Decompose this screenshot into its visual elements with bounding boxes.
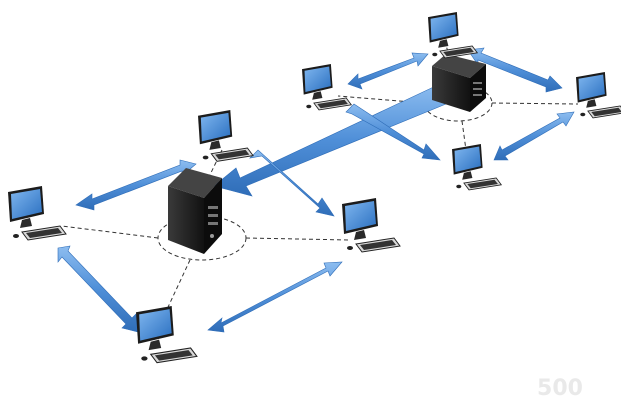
arrow-remote-topleft-top [347, 52, 429, 90]
monitor-screen [139, 309, 172, 341]
ws-left-workstation [8, 186, 67, 241]
arrow-topleft-centerright [249, 149, 335, 217]
arrow-left-topleft [75, 159, 197, 211]
dash-main-right [245, 237, 351, 241]
monitor-screen [200, 112, 231, 142]
keyboard-keys [215, 149, 250, 160]
monitor-screen [345, 201, 376, 231]
mouse-icon [13, 234, 19, 238]
keyboard-keys [26, 228, 62, 238]
mouse-icon [456, 184, 462, 189]
mouse-icon [202, 155, 209, 160]
monitor-screen [454, 146, 481, 173]
arrow-left-bottom [57, 245, 139, 333]
monitor-stand [586, 99, 597, 108]
mouse-icon [306, 104, 312, 109]
monitor-stand [312, 91, 323, 100]
monitor-stand [148, 339, 162, 351]
monitor-stand [209, 140, 221, 150]
ws-remote-top-left-workstation [302, 64, 353, 111]
monitor-screen [578, 74, 605, 101]
keyboard-keys [154, 350, 193, 361]
mouse-icon [580, 112, 586, 117]
monitor-stand [20, 218, 32, 228]
mouse-icon [432, 52, 438, 57]
dash-remote-right [491, 102, 579, 105]
watermark-text: 500 [537, 376, 583, 401]
server-main [168, 168, 222, 254]
backbone-arrow [213, 83, 447, 197]
dash-main-left [61, 225, 159, 239]
arrow-remote-top-right [467, 47, 563, 93]
server-remote [432, 54, 486, 112]
link-arrows [57, 47, 575, 333]
workstations [8, 12, 621, 364]
monitor-screen [304, 66, 331, 93]
monitor-stand [462, 171, 473, 180]
mouse-icon [141, 356, 148, 361]
arrow-remote-right-bottom [493, 111, 575, 161]
ws-remote-bottom-workstation [452, 144, 503, 191]
monitor-stand [438, 39, 449, 48]
ws-bottom-workstation [136, 306, 198, 364]
keyboard-keys [591, 107, 621, 117]
keyboard-keys [467, 179, 498, 189]
keyboard-keys [317, 99, 348, 109]
monitor-stand [354, 230, 366, 240]
dash-remote-bottom [461, 120, 467, 151]
keyboard-keys [360, 240, 396, 250]
ws-remote-right-workstation [576, 72, 621, 119]
ws-remote-top-workstation [428, 12, 479, 59]
ws-top-left-workstation [198, 110, 254, 162]
arrow-bottom-centerright [207, 261, 343, 333]
monitor-screen [430, 14, 457, 41]
keyboard-keys [443, 47, 474, 57]
ws-center-right-workstation [342, 198, 401, 253]
arrow-remote-bottom [345, 103, 441, 161]
mouse-icon [347, 246, 353, 250]
monitor-screen [11, 189, 42, 219]
